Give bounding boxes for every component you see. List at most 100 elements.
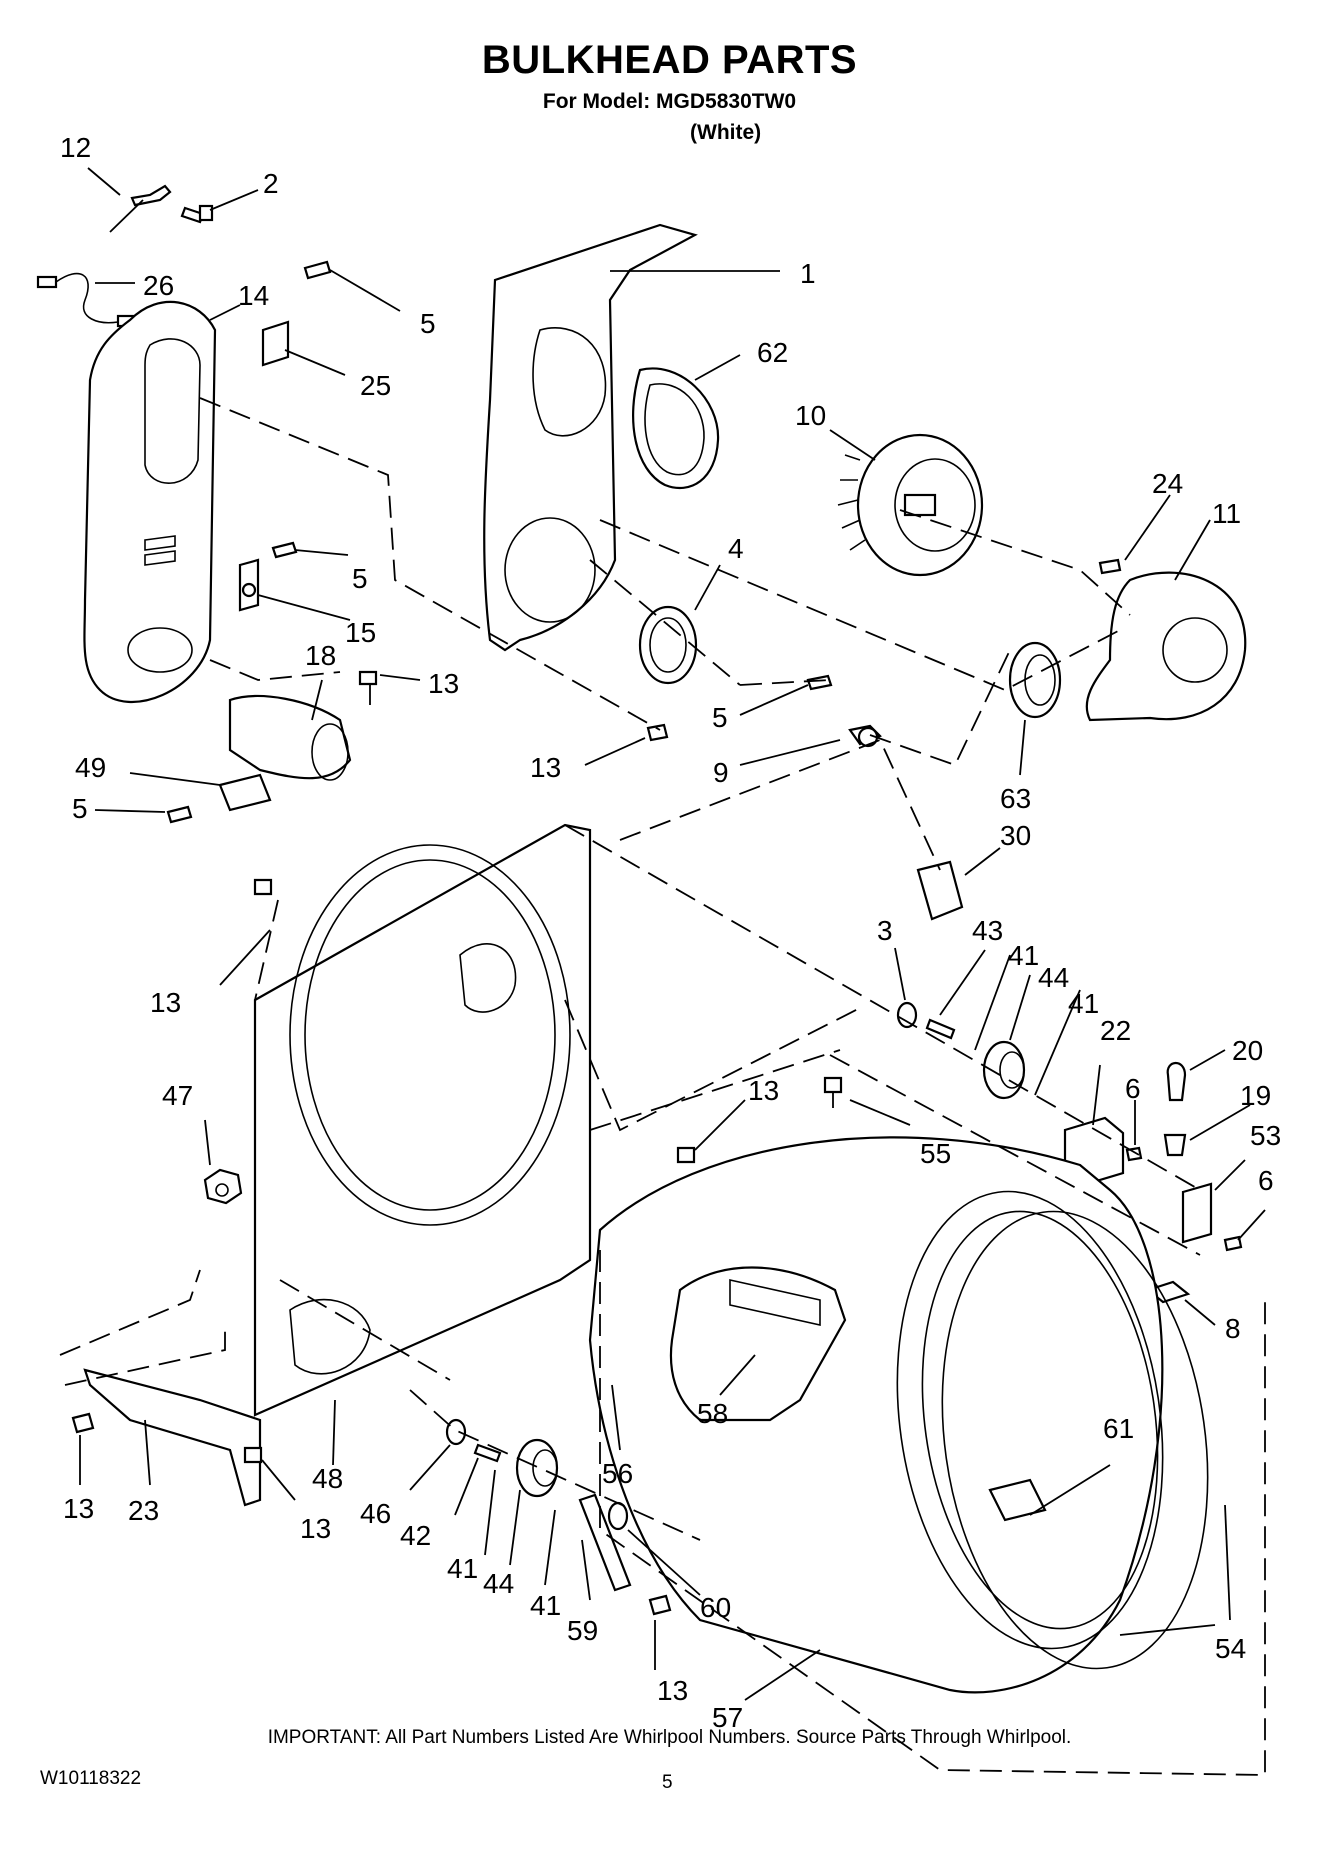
callout-46: 46 [360, 1498, 391, 1529]
part-5-screw-thermistor [806, 674, 833, 691]
callout-6: 6 [1125, 1073, 1141, 1104]
callout-60: 60 [700, 1592, 731, 1623]
part-44-roller-lower [515, 1438, 559, 1498]
callout-5: 5 [420, 308, 436, 339]
part-42-shaft [473, 1443, 502, 1463]
part-30-cover [916, 860, 964, 921]
part-58-baffle [669, 1266, 847, 1422]
page-title: BULKHEAD PARTS [481, 38, 858, 82]
part-59-shaft [578, 1493, 632, 1592]
part-24-screw [1098, 558, 1122, 575]
part-47-nut [203, 1168, 243, 1205]
callout-13: 13 [530, 752, 561, 783]
callout-19: 19 [1240, 1080, 1271, 1111]
part-14-lint-duct-housing [83, 300, 217, 704]
part-12-wire-clip [109, 184, 172, 233]
part-19-socket [1163, 1133, 1187, 1157]
part-13-screw-bulkhead-top [253, 878, 273, 896]
callout-5: 5 [712, 702, 728, 733]
callout-57: 57 [712, 1702, 743, 1733]
part-53-bracket [1181, 1182, 1213, 1244]
callout-61: 61 [1103, 1413, 1134, 1444]
part-13-screw-shaft [648, 1594, 672, 1616]
part-48-bulkhead [253, 823, 592, 1417]
part-6-screw-lower [1223, 1235, 1243, 1252]
part-1-blower-housing [483, 223, 698, 652]
part-63-seal [1008, 641, 1062, 719]
callout-leaders [79, 167, 1266, 1701]
callout-labels: 12 2 26 14 5 25 1 62 10 24 11 4 5 15 18 … [60, 132, 1281, 1733]
part-61-slide [988, 1478, 1047, 1522]
part-15-thermostat [238, 558, 260, 612]
callout-14: 14 [238, 280, 269, 311]
callout-25: 25 [360, 370, 391, 401]
callout-41: 41 [530, 1590, 561, 1621]
callout-44: 44 [1038, 962, 1069, 993]
callout-62: 62 [757, 337, 788, 368]
callout-41: 41 [1008, 940, 1039, 971]
callout-13: 13 [657, 1675, 688, 1706]
assembly-dash-lines [59, 397, 1266, 1776]
callout-49: 49 [75, 752, 106, 783]
part-25-bracket [261, 320, 290, 367]
important-note: IMPORTANT: All Part Numbers Listed Are W… [267, 1727, 1072, 1748]
callout-11: 11 [1212, 498, 1241, 529]
callout-10: 10 [795, 400, 826, 431]
callout-18: 18 [305, 640, 336, 671]
part-55-screw [823, 1076, 843, 1108]
callout-2: 2 [263, 168, 279, 199]
part-5-screw-lower [166, 805, 193, 824]
callout-3: 3 [877, 915, 893, 946]
part-13-screw-bracket [71, 1412, 95, 1434]
part-26-wire-harness [36, 272, 136, 328]
part-9-thermistor [848, 724, 882, 748]
part-3-washer [896, 1001, 918, 1029]
callout-15: 15 [345, 617, 376, 648]
callout-4: 4 [728, 533, 744, 564]
callout-43: 43 [972, 915, 1003, 946]
part-54-seal [941, 1210, 1209, 1670]
callout-23: 23 [128, 1495, 159, 1526]
part-11-blower-cover [1085, 571, 1247, 722]
callout-26: 26 [143, 270, 174, 301]
part-13-screw-drum [676, 1146, 696, 1164]
part-62-seal [632, 367, 720, 490]
callout-42: 42 [400, 1520, 431, 1551]
callout-1: 1 [800, 258, 816, 289]
callout-9: 9 [713, 757, 729, 788]
page-number: 5 [662, 1772, 673, 1793]
callout-8: 8 [1225, 1313, 1241, 1344]
callout-44: 44 [483, 1568, 514, 1599]
callout-5: 5 [352, 563, 368, 594]
callout-47: 47 [162, 1080, 193, 1111]
model-variant: (White) [690, 121, 762, 144]
part-4-seal [638, 605, 698, 685]
callout-22: 22 [1100, 1015, 1131, 1046]
callout-59: 59 [567, 1615, 598, 1646]
part-20-lamp [1166, 1061, 1187, 1102]
part-60-washer [607, 1501, 629, 1531]
callout-55: 55 [920, 1138, 951, 1169]
callout-13: 13 [748, 1075, 779, 1106]
callout-20: 20 [1232, 1035, 1263, 1066]
part-13-screw-housing [646, 723, 669, 742]
model-line: For Model: MGD5830TW0 [542, 90, 797, 113]
callout-54: 54 [1215, 1633, 1246, 1664]
part-5-screw-thermostat [271, 541, 298, 559]
part-13-screw-duct [358, 670, 378, 705]
callout-30: 30 [1000, 820, 1031, 851]
callout-5: 5 [72, 793, 88, 824]
document-number: W10118322 [40, 1768, 142, 1789]
part-49-bracket [218, 773, 272, 812]
part-43-shaft [925, 1018, 956, 1040]
callout-24: 24 [1152, 468, 1183, 499]
callout-13: 13 [150, 987, 181, 1018]
callout-56: 56 [602, 1458, 633, 1489]
part-23-bracket [83, 1368, 262, 1507]
part-18-inlet-duct [228, 694, 352, 781]
callout-41: 41 [447, 1553, 478, 1584]
callout-12: 12 [60, 132, 91, 163]
callout-63: 63 [1000, 783, 1031, 814]
callout-53: 53 [1250, 1120, 1281, 1151]
